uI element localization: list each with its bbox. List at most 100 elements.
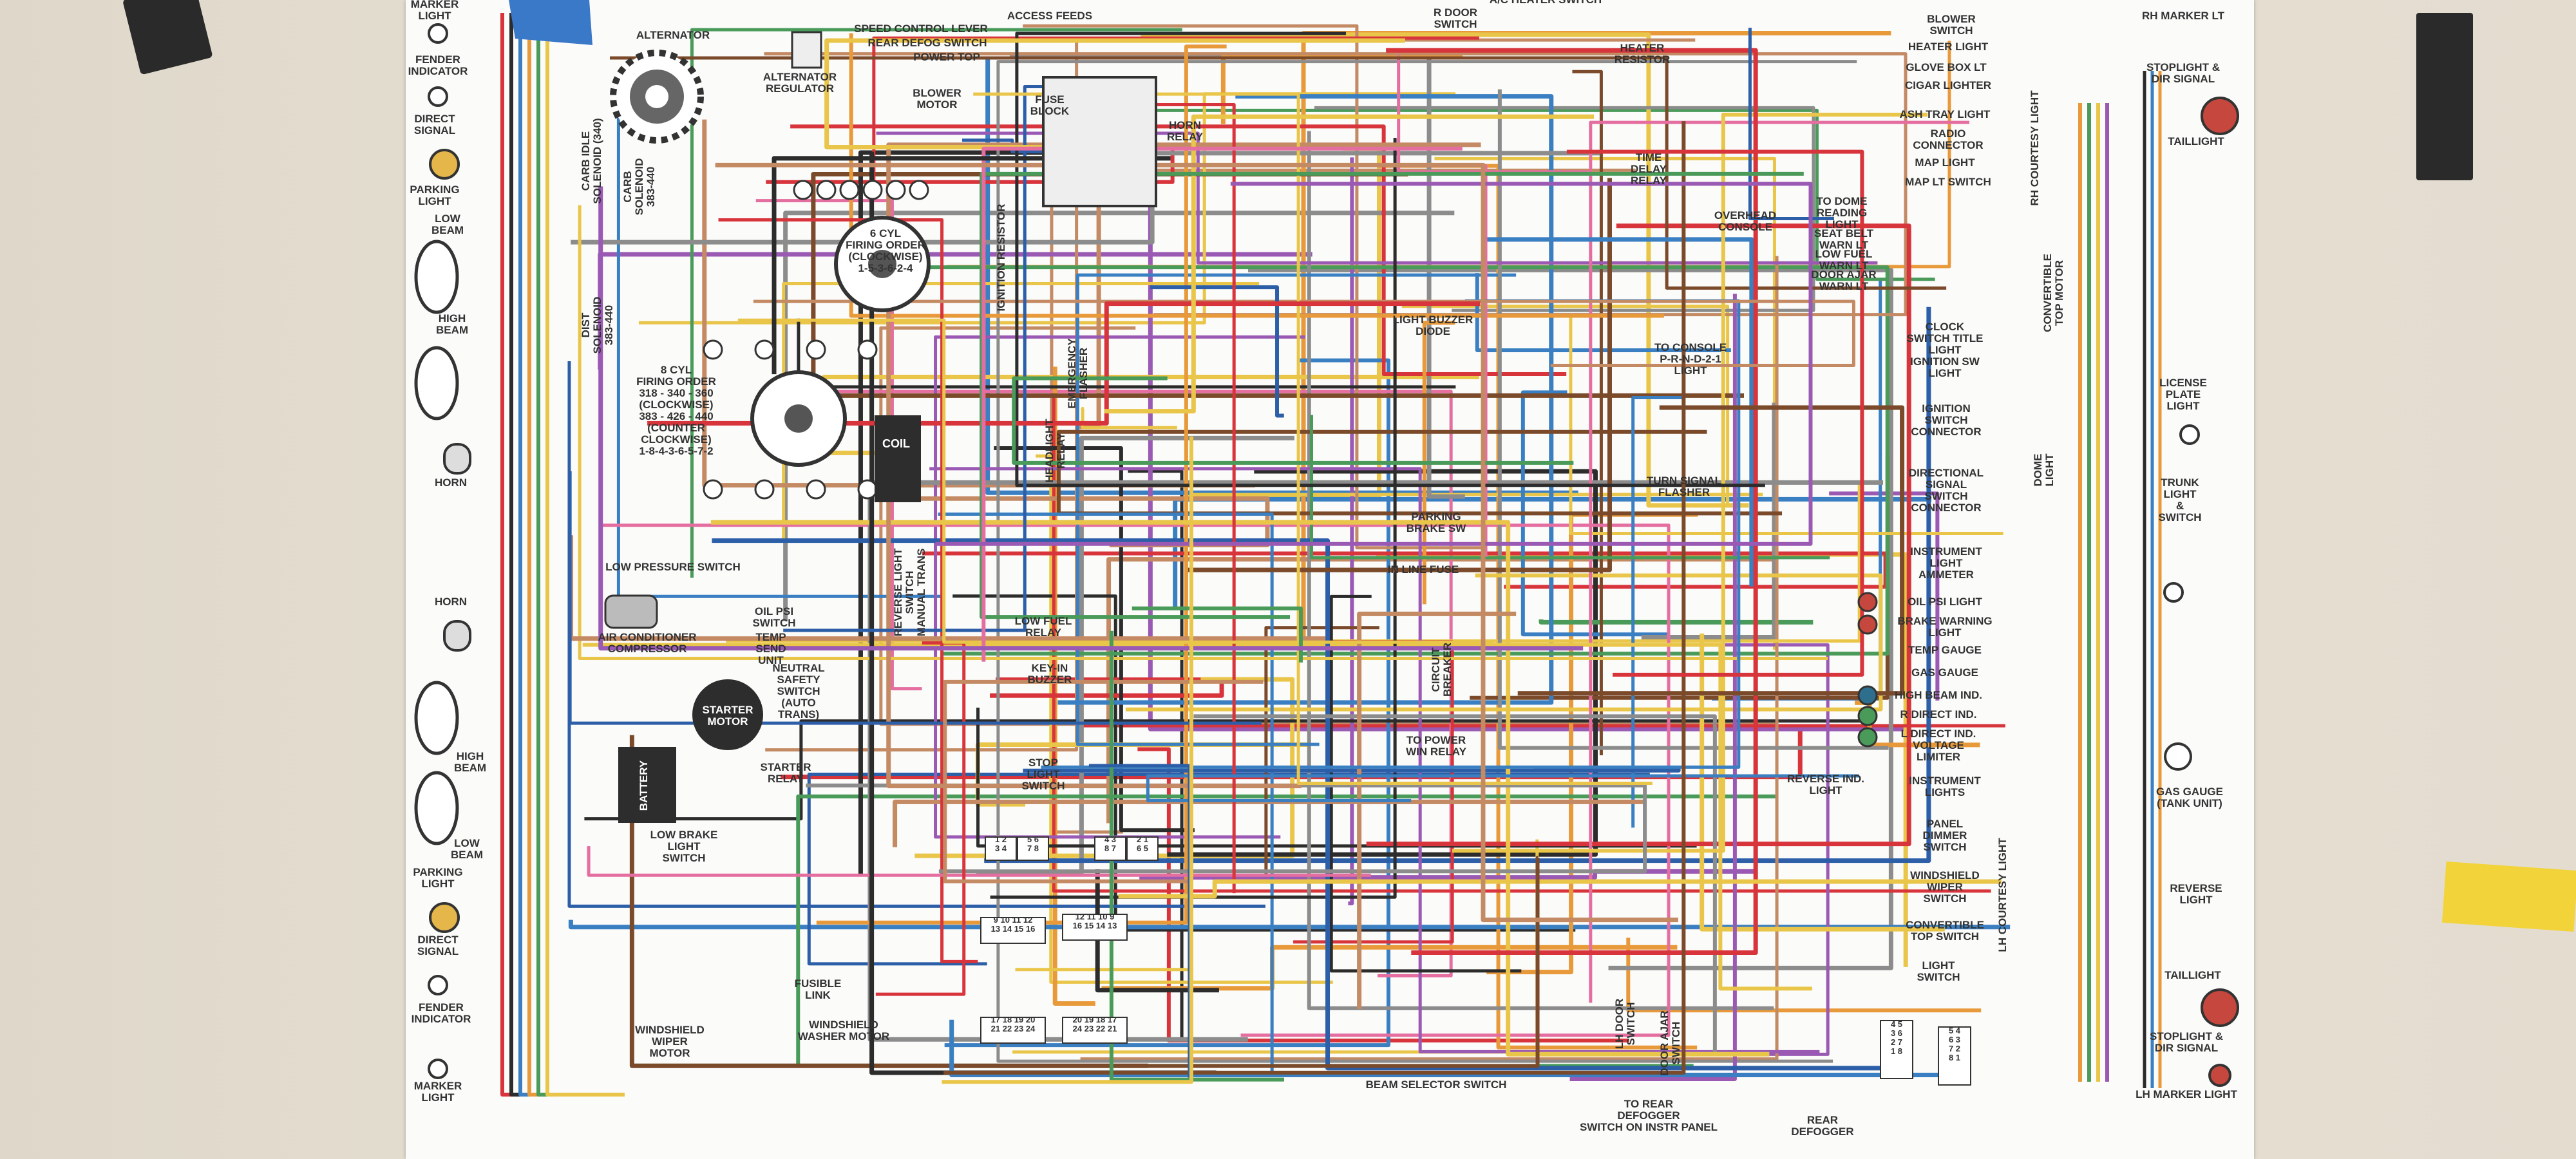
wire [984,306,1931,863]
wire [1128,469,1184,1041]
right-r-direct-ind-label: R DIRECT IND. [1900,708,1977,721]
wire [1748,28,1834,220]
center-ac-heater-switch-label: A/C HEATER SWITCH [1490,0,1602,6]
wire [949,1019,1969,1078]
lamp-icons-left [428,23,460,1079]
wire [718,218,978,963]
wire [737,318,1493,644]
tape-top-right [2416,13,2473,180]
wire [1148,153,1906,731]
wire [1475,273,1731,352]
wire [1497,89,1889,750]
wire [536,13,616,1097]
six-cyl-distributor-icon [793,180,931,312]
left-horn-2-label: HORN [435,596,467,608]
wire [1057,94,1554,705]
horn-icons [443,443,471,652]
right-map-light-label: MAP LIGHT [1915,156,1975,169]
center-lh-door-switch-label: LH DOORSWITCH [1613,999,1637,1049]
wire [1220,54,1463,124]
engine-dist-solenoid-label: DISTSOLENOID383-440 [580,297,615,354]
wire [1829,491,1940,701]
alternator-icon [610,50,704,144]
wire [867,480,1884,1042]
center-access-feeds-label: ACCESS FEEDS [1007,10,1092,22]
wire [952,594,1576,932]
engine-battery-label: BATTERY [638,760,650,811]
right-rh-courtesy-label: RH COURTESY LIGHT [2029,90,2041,206]
wiring-diagram: COIL [408,0,2239,1138]
wire [872,36,1479,189]
wire [1023,767,1681,773]
coil-icon [875,415,921,502]
wire [929,467,1820,1053]
wire [924,265,1889,656]
battery-icon [618,747,676,823]
wire [1264,626,1379,874]
right-heater-light-label: HEATER LIGHT [1908,41,1989,53]
wire [1386,48,1758,955]
engine-low-pressure-switch-label: LOW PRESSURE SWITCH [605,561,741,573]
wire [1569,294,1737,1082]
wire [1133,103,1236,894]
wire [1566,149,1864,677]
wire [600,523,1671,1037]
wire [1144,856,1540,1068]
right-taillight-bottom-label: TAILLIGHT [2164,969,2221,981]
wire [1401,305,1730,505]
wire [582,643,1812,991]
wire [1193,714,1717,1055]
right-lh-courtesy-label: LH COURTESY LIGHT [1996,838,2009,952]
wire [1056,429,1783,516]
wire [1700,633,1945,932]
wire [1589,120,1969,1003]
wire [1422,321,1455,605]
wire [509,13,589,1097]
wire [1187,178,1612,572]
wire [943,679,1264,883]
wire [1081,406,1177,429]
right-gas-gauge-tank-label: GAS GAUGE(TANK UNIT) [2156,786,2223,809]
wire [545,13,625,1097]
wire [1146,774,1859,802]
center-emergency-flasher-label: EMERGENCYFLASHER [1066,338,1090,409]
starter-motor-icon [692,679,763,750]
right-oil-psi-light-label: OIL PSI LIGHT [1908,596,1982,608]
wire [1015,32,1765,487]
wire [849,33,1664,318]
alternator-regulator-icon [791,31,822,69]
center-circuit-breaker-label: CIRCUITBREAKER [1430,643,1454,697]
wiring-diagram-poster: COIL [406,0,2254,1159]
wire [1348,157,1354,906]
right-glove-box-lt-label: GLOVE BOX LT [1906,61,1987,73]
engine-carb-solenoid-label: CARBSOLENOID383-440 [621,158,657,216]
wire [1139,869,1757,880]
